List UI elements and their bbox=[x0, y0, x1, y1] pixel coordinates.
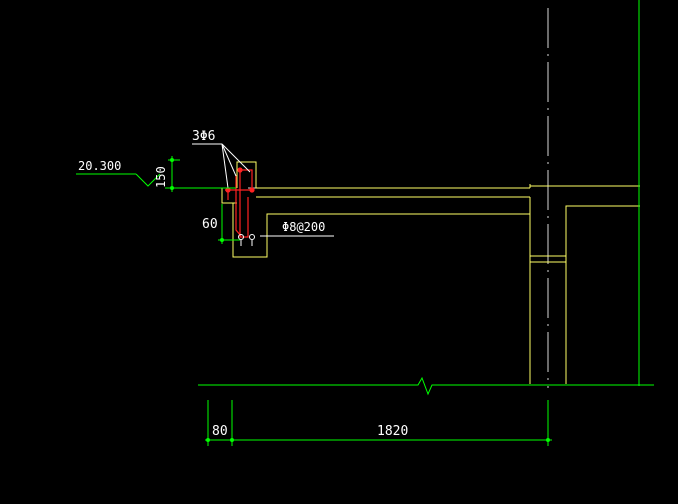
depth-dimension-label: 60 bbox=[202, 217, 218, 232]
break-line bbox=[198, 0, 654, 396]
stirrup-label: Φ8@200 bbox=[282, 220, 325, 234]
rebar-dot-3 bbox=[249, 187, 255, 193]
elevation-marker bbox=[76, 173, 161, 187]
height-dimension bbox=[165, 156, 236, 192]
rebar bbox=[225, 167, 255, 238]
rebar-dot-2 bbox=[237, 167, 243, 173]
depth-dimension bbox=[218, 204, 240, 244]
height-dimension-label: 150 bbox=[154, 166, 168, 188]
slab-outline bbox=[221, 161, 640, 384]
elevation-label: 20.300 bbox=[78, 159, 121, 173]
width-main-label: 1820 bbox=[377, 424, 408, 439]
bottom-dimension bbox=[205, 400, 552, 446]
width-small-label: 80 bbox=[212, 424, 228, 439]
rebar-vertical bbox=[235, 175, 242, 237]
bar-top-label: 3Φ6 bbox=[192, 129, 215, 144]
rebar-dot-1 bbox=[225, 187, 231, 193]
bottom-bars bbox=[238, 234, 255, 246]
leader-bar-top bbox=[192, 143, 251, 189]
